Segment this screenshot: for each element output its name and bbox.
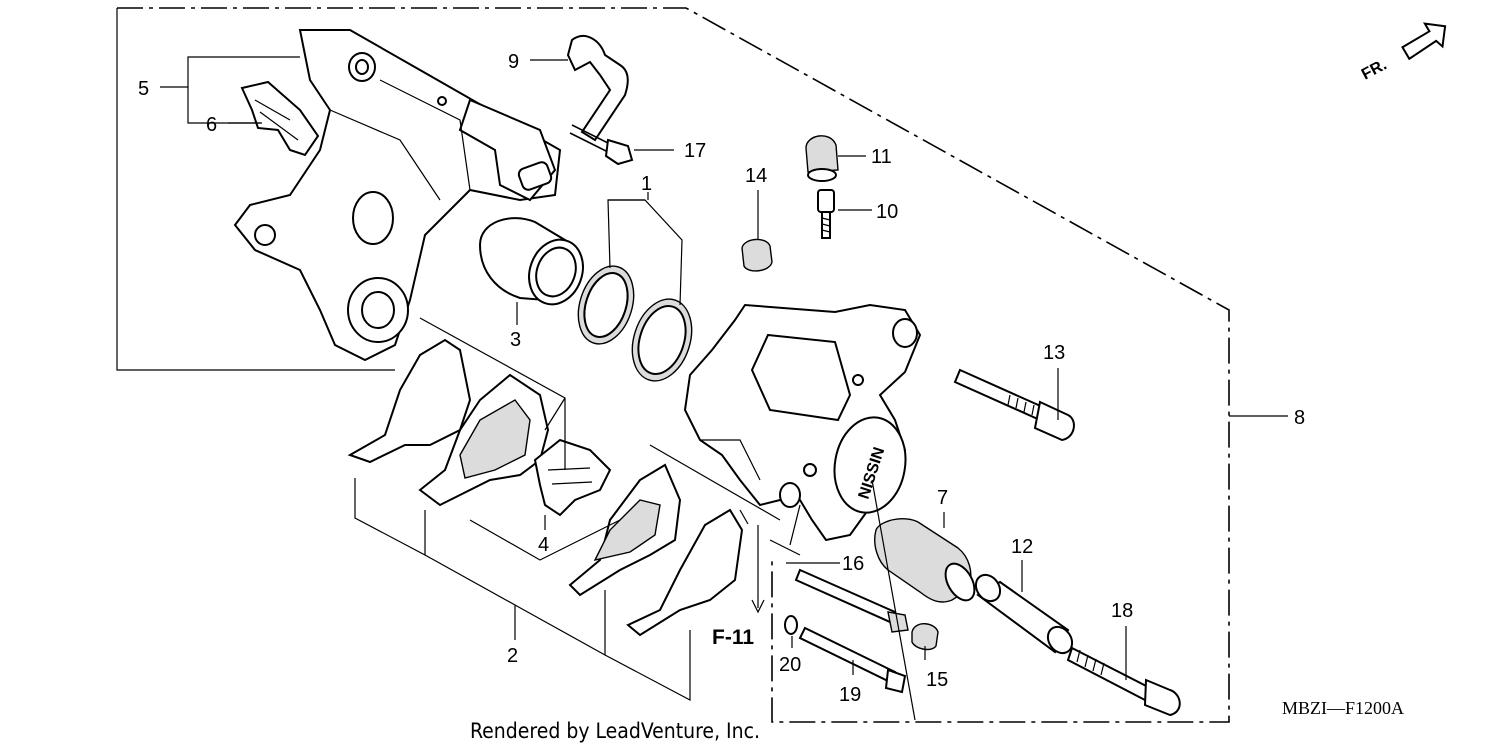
direction-label: FR. <box>1359 56 1390 83</box>
callout-1: 1 <box>641 173 652 195</box>
callout-17: 17 <box>684 140 706 162</box>
bleeder-cap <box>805 135 839 182</box>
callout-5: 5 <box>138 78 149 100</box>
caliper-bracket <box>233 29 562 362</box>
brake-pad-right <box>568 463 682 597</box>
brake-pad-left <box>418 373 550 507</box>
section-reference: F-11 <box>712 626 754 649</box>
callout-19: 19 <box>839 684 861 706</box>
bleeder-valve <box>817 189 835 239</box>
o-ring-20 <box>784 615 798 635</box>
callout-13: 13 <box>1043 342 1065 364</box>
pad-spring <box>240 80 320 157</box>
caliper-assembly-outline <box>116 7 1288 723</box>
dust-seal-14 <box>741 238 773 272</box>
pin-bolt-18 <box>1066 646 1181 717</box>
callout-9: 9 <box>508 51 519 73</box>
pad-spring-4 <box>533 438 612 517</box>
callout-20: 20 <box>779 654 801 676</box>
slide-pin-boot <box>874 518 976 603</box>
callout-18: 18 <box>1111 600 1133 622</box>
pad-shim-right <box>626 508 744 637</box>
callout-3: 3 <box>510 329 521 351</box>
caliper-body: NISSIN <box>683 303 922 542</box>
callout-10: 10 <box>876 201 898 223</box>
callout-4: 4 <box>538 534 549 556</box>
pad-shim-left <box>347 338 472 464</box>
piston-seal-set <box>577 265 693 382</box>
diagram-code: MBZI—F1200A <box>1282 698 1404 718</box>
pad-pin-19 <box>798 626 907 694</box>
callout-16: 16 <box>842 553 864 575</box>
callout-2: 2 <box>507 645 518 667</box>
credit-text: Rendered by LeadVenture, Inc. <box>470 719 760 743</box>
leader-lines <box>160 56 1127 721</box>
front-direction-indicator: FR. <box>1359 22 1447 84</box>
sleeve <box>974 573 1074 655</box>
clip-bolt <box>569 124 634 166</box>
pad-pin-clip <box>566 35 629 142</box>
pad-pin-16 <box>794 568 909 633</box>
callout-12: 12 <box>1011 536 1033 558</box>
callout-11: 11 <box>871 146 892 168</box>
plug-15 <box>911 623 939 651</box>
pin-bolt-13 <box>953 368 1075 442</box>
callout-15: 15 <box>926 669 948 691</box>
callout-14: 14 <box>745 165 767 187</box>
callout-6: 6 <box>206 114 217 136</box>
callout-numbers: 1 2 3 4 5 6 7 8 9 10 11 12 13 14 15 16 1… <box>138 51 1305 706</box>
callout-8: 8 <box>1294 407 1305 429</box>
callout-7: 7 <box>937 487 948 509</box>
piston <box>478 217 584 306</box>
